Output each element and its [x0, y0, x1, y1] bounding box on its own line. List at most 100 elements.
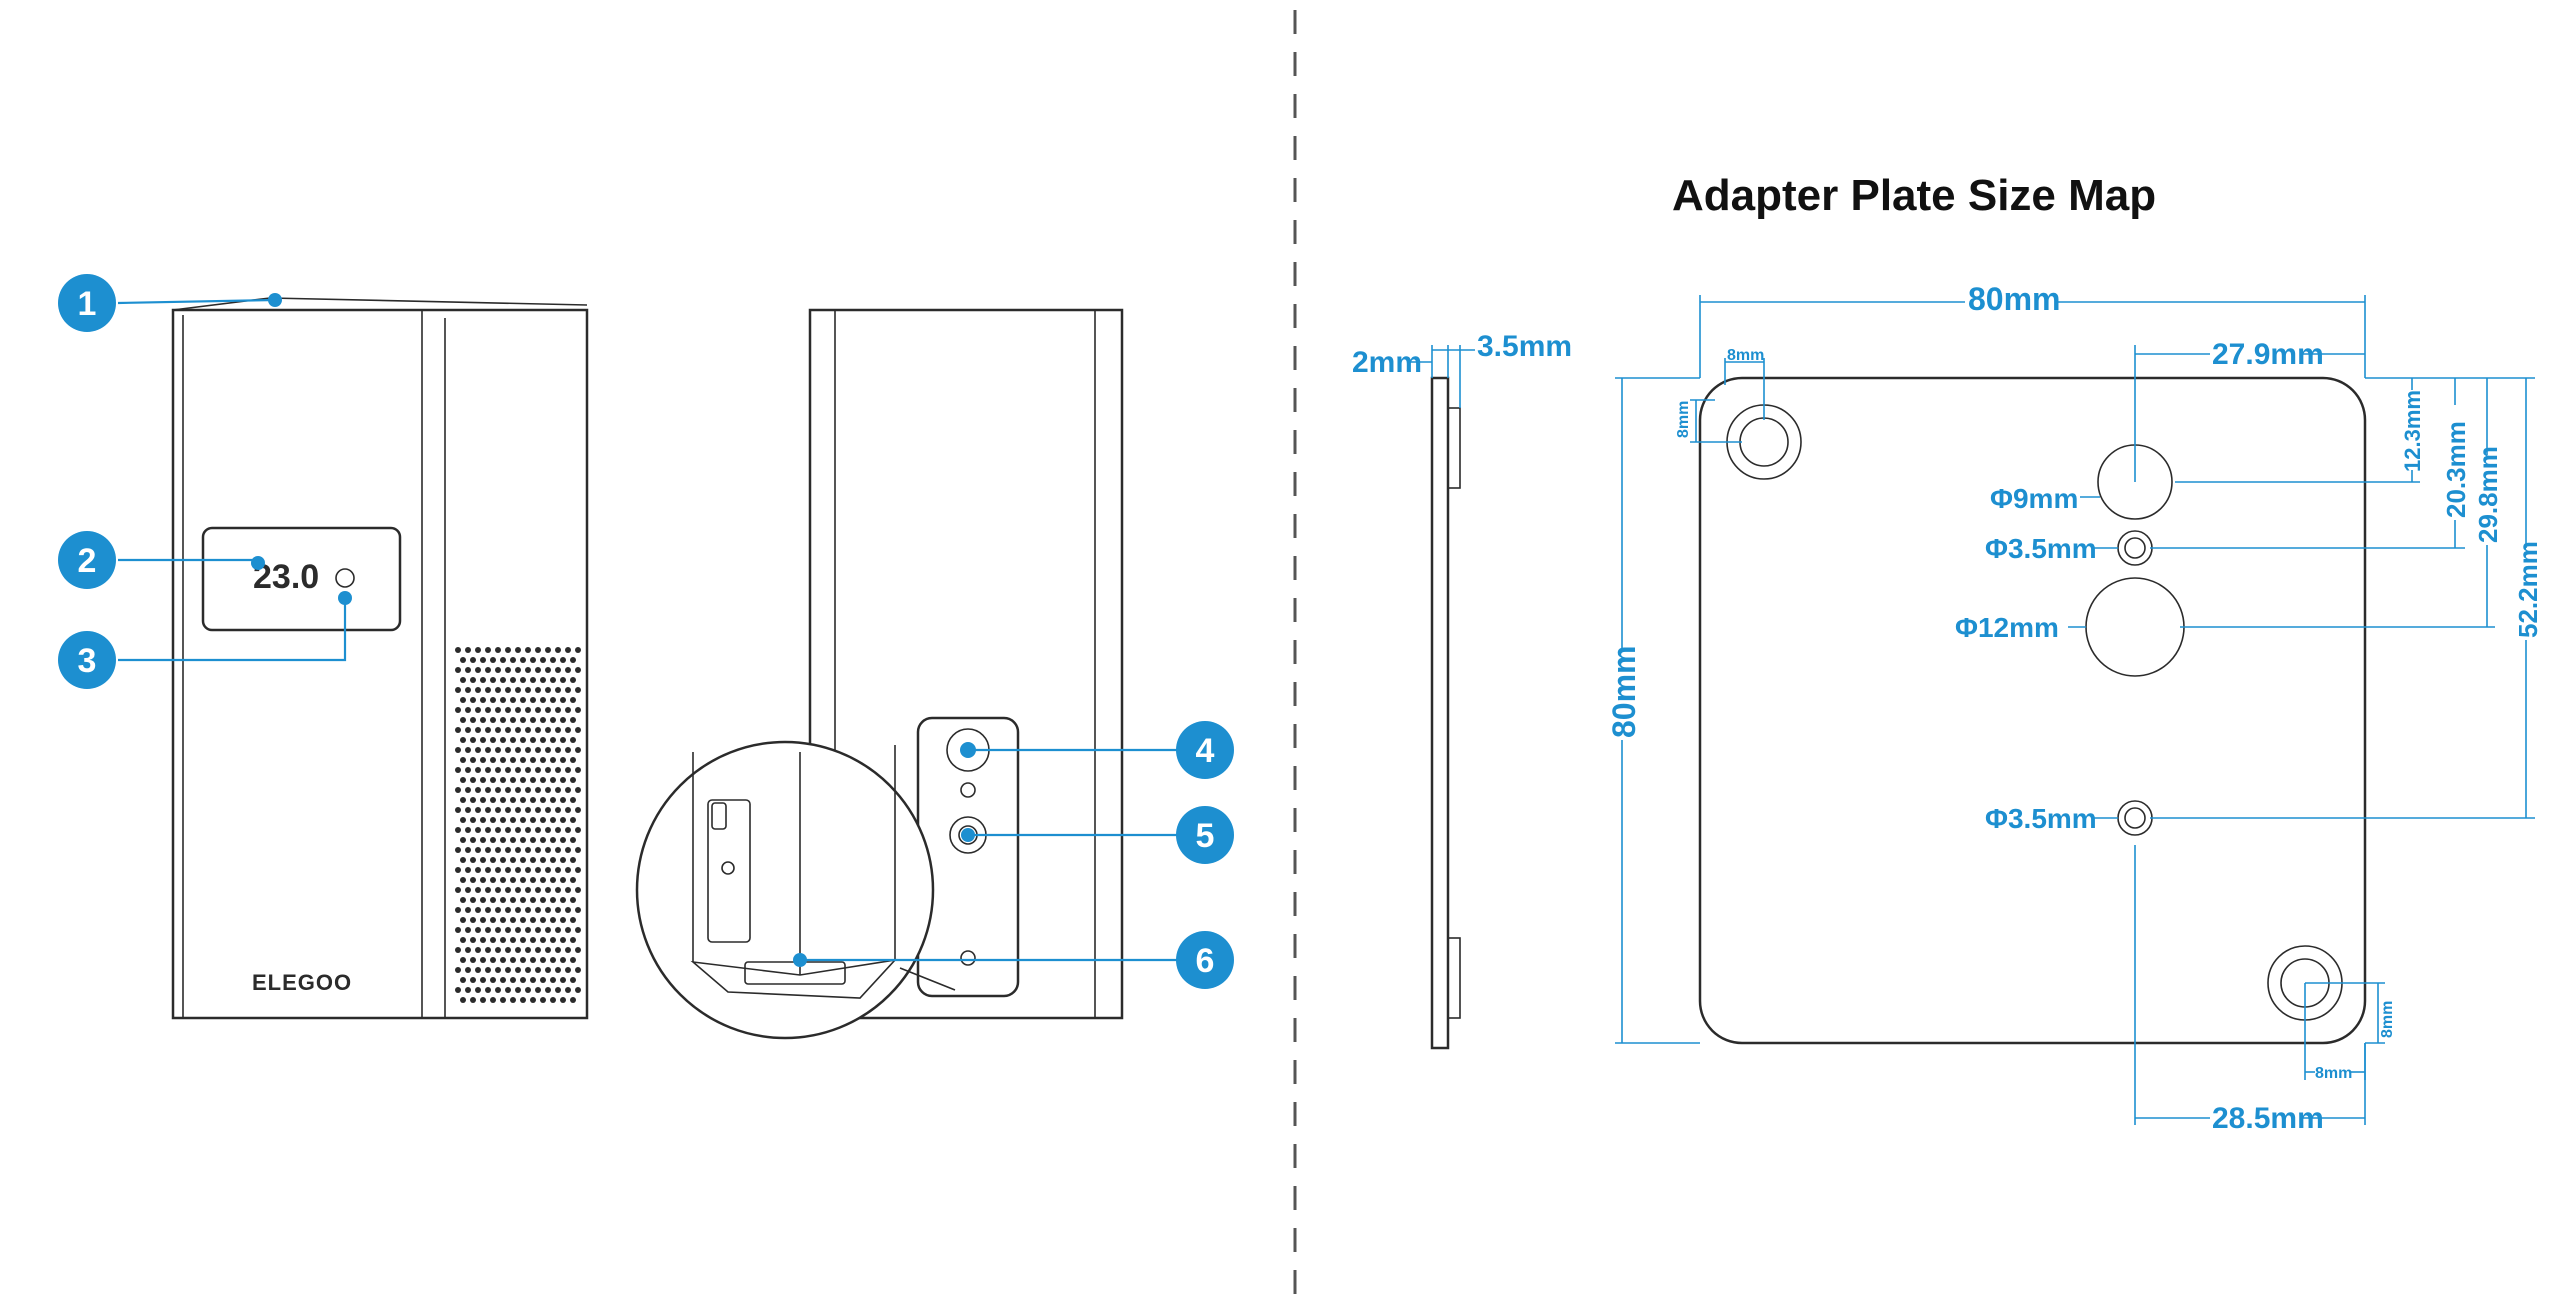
- vent-hole: [495, 647, 501, 653]
- vent-hole: [480, 737, 486, 743]
- vent-hole: [550, 777, 556, 783]
- vent-hole: [530, 657, 536, 663]
- vent-hole: [560, 957, 566, 963]
- device-side-view: [635, 308, 1124, 1040]
- vent-hole: [540, 857, 546, 863]
- vent-hole: [545, 887, 551, 893]
- corner-x-label: 8mm: [1727, 347, 1764, 364]
- vent-hole: [455, 827, 461, 833]
- vent-hole: [540, 777, 546, 783]
- vent-hole: [555, 847, 561, 853]
- vent-hole: [530, 897, 536, 903]
- vent-hole: [475, 807, 481, 813]
- vent-hole: [505, 867, 511, 873]
- vent-hole: [555, 887, 561, 893]
- vent-hole: [495, 787, 501, 793]
- vent-hole: [550, 937, 556, 943]
- vent-hole: [510, 697, 516, 703]
- vent-hole: [575, 727, 581, 733]
- vent-hole: [495, 947, 501, 953]
- vent-hole: [465, 847, 471, 853]
- vent-hole: [540, 977, 546, 983]
- vent-hole: [515, 727, 521, 733]
- adapter-plate: [1698, 376, 2367, 1045]
- vent-hole: [495, 907, 501, 913]
- vent-hole: [455, 847, 461, 853]
- vent-hole: [525, 747, 531, 753]
- vent-hole: [560, 697, 566, 703]
- vent-hole: [545, 767, 551, 773]
- vent-hole: [550, 877, 556, 883]
- vent-hole: [495, 967, 501, 973]
- indicator-light: [335, 568, 355, 588]
- vent-hole: [520, 777, 526, 783]
- vent-hole: [510, 997, 516, 1003]
- vent-hole: [465, 867, 471, 873]
- plate-dimensions: 80mm 27.9mm 8mm 8mm 80mm 12.3mm 20.3mm: [1606, 281, 2543, 1135]
- vent-hole: [535, 947, 541, 953]
- vent-hole: [510, 937, 516, 943]
- vent-hole: [535, 867, 541, 873]
- vent-hole: [520, 817, 526, 823]
- vent-hole: [560, 657, 566, 663]
- vent-hole: [550, 997, 556, 1003]
- vent-hole: [490, 977, 496, 983]
- vent-hole: [550, 757, 556, 763]
- vent-hole: [560, 897, 566, 903]
- vent-hole: [525, 887, 531, 893]
- vent-hole: [535, 967, 541, 973]
- vent-hole: [545, 867, 551, 873]
- vent-hole: [565, 767, 571, 773]
- vent-hole: [570, 877, 576, 883]
- total-thickness-label: 3.5mm: [1477, 330, 1572, 363]
- vent-hole: [475, 767, 481, 773]
- vent-hole: [545, 707, 551, 713]
- vent-hole: [520, 837, 526, 843]
- vent-hole: [465, 927, 471, 933]
- vent-hole: [525, 727, 531, 733]
- thickness-label: 2mm: [1352, 346, 1422, 379]
- vent-hole: [515, 667, 521, 673]
- vent-hole: [470, 897, 476, 903]
- vent-hole: [520, 737, 526, 743]
- vent-hole: [545, 907, 551, 913]
- vent-hole: [505, 887, 511, 893]
- vent-hole: [485, 787, 491, 793]
- vent-hole: [575, 987, 581, 993]
- vent-hole: [460, 817, 466, 823]
- vent-hole: [525, 647, 531, 653]
- vent-hole: [480, 997, 486, 1003]
- vent-hole: [525, 867, 531, 873]
- vent-hole: [535, 647, 541, 653]
- vent-hole: [555, 947, 561, 953]
- vent-hole: [525, 707, 531, 713]
- vent-hole: [470, 677, 476, 683]
- vent-hole: [560, 677, 566, 683]
- vent-hole: [510, 957, 516, 963]
- vent-hole: [460, 957, 466, 963]
- vent-hole: [560, 737, 566, 743]
- height-label: 80mm: [1606, 646, 1642, 739]
- vent-hole: [505, 827, 511, 833]
- vent-hole: [500, 957, 506, 963]
- vent-hole: [560, 857, 566, 863]
- v-dim-2: 20.3mm: [2441, 421, 2471, 518]
- vent-hole: [455, 667, 461, 673]
- svg-text:4: 4: [1196, 732, 1215, 770]
- vent-hole: [570, 977, 576, 983]
- vent-hole: [470, 757, 476, 763]
- vent-hole: [495, 987, 501, 993]
- vent-hole: [500, 677, 506, 683]
- vent-hole: [545, 827, 551, 833]
- vent-hole: [570, 697, 576, 703]
- vent-hole: [535, 847, 541, 853]
- vent-hole: [555, 747, 561, 753]
- vent-hole: [505, 927, 511, 933]
- vent-hole: [505, 647, 511, 653]
- vent-hole: [555, 967, 561, 973]
- vent-hole: [505, 687, 511, 693]
- vent-hole: [550, 717, 556, 723]
- vent-hole: [530, 857, 536, 863]
- vent-hole: [510, 837, 516, 843]
- vent-hole: [565, 747, 571, 753]
